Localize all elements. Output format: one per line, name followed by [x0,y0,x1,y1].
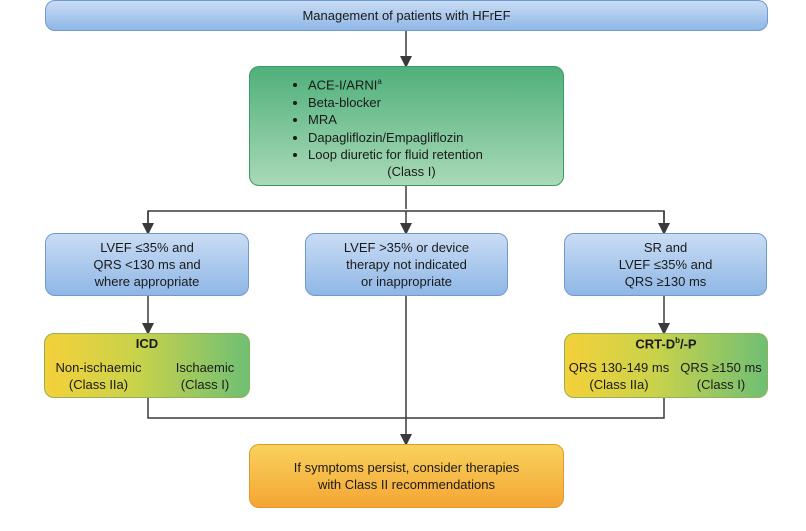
therapy-item: Loop diuretic for fluid retention [308,146,563,164]
therapy-list: ACE-I/ARNIa Beta-blocker MRA Dapaglifloz… [250,73,563,164]
criteria-line: or inappropriate [360,274,453,289]
criteria-line: LVEF ≤35% and [100,240,194,255]
therapy-item: MRA [308,111,563,129]
final-recommendation-box: If symptoms persist, consider therapies … [249,444,564,508]
therapy-class-label: (Class I) [387,163,436,179]
criteria-line: QRS ≥130 ms [624,274,707,289]
criteria-line: where appropriate [94,274,200,289]
final-line: with Class II recommendations [317,477,495,492]
crt-qrs-150: QRS ≥150 ms (Class I) [680,360,762,392]
criteria-line: SR and [643,240,688,255]
criteria-box-middle: LVEF >35% or device therapy not indicate… [305,233,508,296]
criteria-line: therapy not indicated [346,257,467,272]
icd-non-ischaemic: Non-ischaemic (Class IIa) [55,360,142,392]
therapy-item: ACE-I/ARNIa [308,73,563,94]
crt-title: CRT-Db/-P [635,336,697,352]
therapy-item: Beta-blocker [308,94,563,112]
criteria-line: LVEF ≤35% and [618,257,713,272]
criteria-line: QRS <130 ms and [93,257,201,272]
icd-box: ICD Non-ischaemic (Class IIa) Ischaemic … [44,333,250,398]
criteria-line: LVEF >35% or device [343,240,470,255]
icd-ischaemic: Ischaemic (Class I) [175,360,235,392]
criteria-box-left: LVEF ≤35% and QRS <130 ms and where appr… [45,233,249,296]
crt-qrs-130-149: QRS 130-149 ms (Class IIa) [568,360,670,392]
icd-title: ICD [135,336,159,351]
first-line-therapy-box: ACE-I/ARNIa Beta-blocker MRA Dapaglifloz… [249,66,564,186]
criteria-box-right: SR and LVEF ≤35% and QRS ≥130 ms [564,233,767,296]
management-title: Management of patients with HFrEF [302,8,511,23]
final-line: If symptoms persist, consider therapies [293,460,520,475]
therapy-item: Dapagliflozin/Empagliflozin [308,129,563,147]
management-title-box: Management of patients with HFrEF [45,0,768,31]
crt-box: CRT-Db/-P QRS 130-149 ms (Class IIa) QRS… [564,333,768,398]
